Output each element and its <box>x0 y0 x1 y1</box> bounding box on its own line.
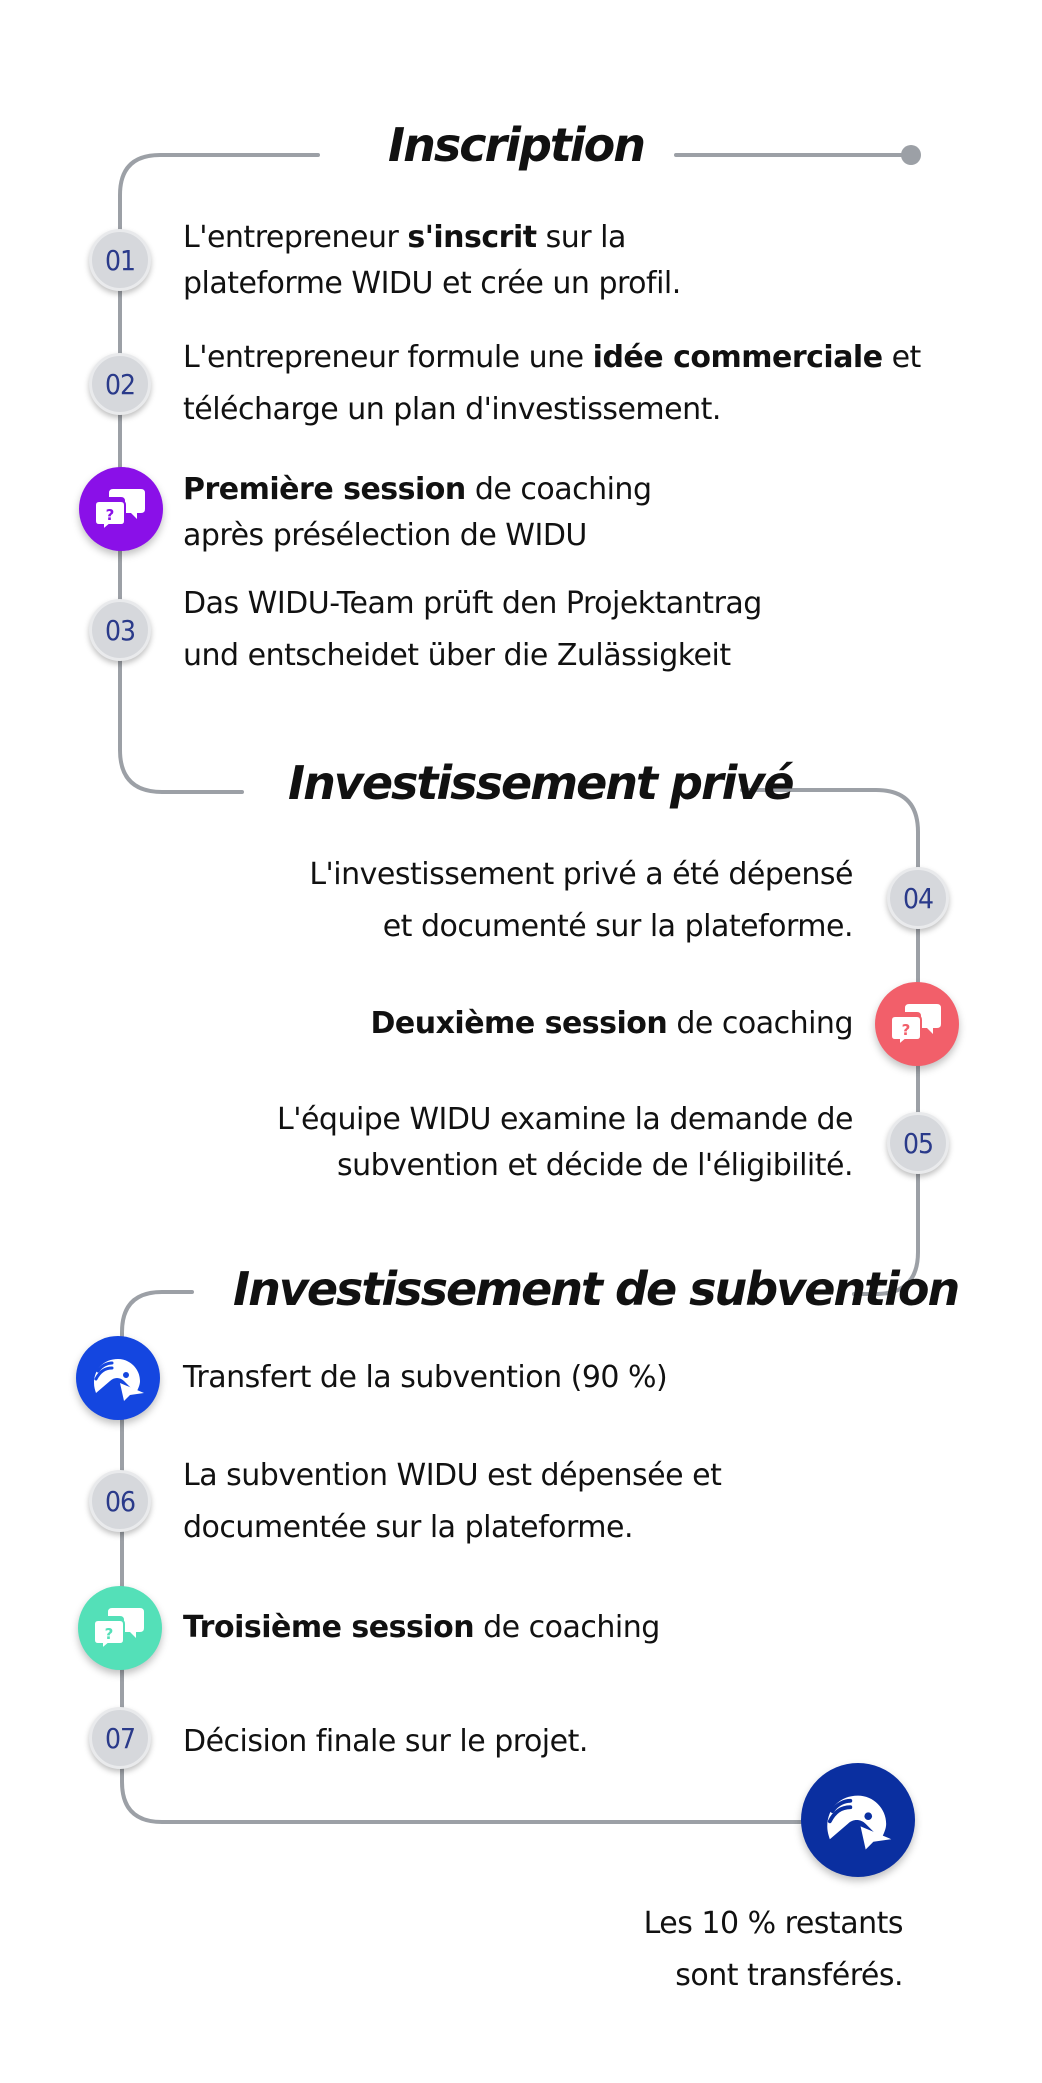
step-badge-06: 06 <box>89 1470 151 1532</box>
subsidy-transfer-line-1: Transfert de la subvention (90 %) <box>183 1360 668 1395</box>
svg-text:?: ? <box>902 1021 911 1039</box>
coaching-session-1-icon: ? <box>79 467 163 551</box>
step-01-text: L'entrepreneur s'inscrit sur la platefor… <box>183 212 943 310</box>
coaching-session-1-text: Première session de coaching après présé… <box>183 464 943 562</box>
step-03-line-1: Das WIDU-Team prüft den Projektantrag <box>183 586 762 621</box>
final-transfer-line-2: sont transférés. <box>675 1958 903 1993</box>
step-badge-05: 05 <box>887 1112 949 1174</box>
step-02-text: L'entrepreneur formule une idée commerci… <box>183 332 943 436</box>
coaching-session-3-line-1: Troisième session de coaching <box>183 1610 660 1645</box>
step-07-text: Décision finale sur le projet. <box>183 1716 943 1768</box>
coaching-session-2-line-1: Deuxième session de coaching <box>370 1006 853 1041</box>
step-05-line-2: subvention et décide de l'éligibilité. <box>337 1148 853 1183</box>
chat-bubbles-icon: ? <box>891 1004 941 1046</box>
step-badge-02: 02 <box>89 353 151 415</box>
step-badge-03: 03 <box>89 599 151 661</box>
final-transfer-icon <box>801 1763 915 1877</box>
svg-text:?: ? <box>105 1625 114 1643</box>
svg-text:?: ? <box>106 506 115 524</box>
bird-logo-icon <box>827 1795 892 1850</box>
coaching-session-1-line-2: après présélection de WIDU <box>183 518 587 553</box>
final-transfer-text: Les 10 % restants sont transférés. <box>400 1898 904 2002</box>
chat-bubbles-icon: ? <box>95 489 145 531</box>
coaching-session-1-line-1: Première session de coaching <box>183 472 652 507</box>
coaching-session-2-icon: ? <box>875 982 959 1066</box>
step-04-text: L'investissement privé a été dépensé et … <box>150 849 853 953</box>
connector-end-dot <box>901 145 921 165</box>
step-badge-04: 04 <box>887 867 949 929</box>
subsidy-transfer-icon <box>76 1336 160 1420</box>
step-02-line-1: L'entrepreneur formule une idée commerci… <box>183 340 921 375</box>
step-06-line-2: documentée sur la plateforme. <box>183 1510 634 1545</box>
step-05-text: L'équipe WIDU examine la demande de subv… <box>150 1094 854 1192</box>
chat-bubbles-icon: ? <box>94 1608 144 1650</box>
coaching-session-3-icon: ? <box>78 1586 162 1670</box>
step-03-line-2: und entscheidet über die Zulässigkeit <box>183 638 731 673</box>
heading-investissement-prive: Investissement privé <box>288 756 795 810</box>
step-03-text: Das WIDU-Team prüft den Projektantrag un… <box>183 578 943 682</box>
step-01-line-2: plateforme WIDU et crée un profil. <box>183 266 681 301</box>
step-04-line-1: L'investissement privé a été dépensé <box>309 857 853 892</box>
step-05-line-1: L'équipe WIDU examine la demande de <box>277 1102 854 1137</box>
step-badge-01: 01 <box>89 229 151 291</box>
step-01-line-1: L'entrepreneur s'inscrit sur la <box>183 220 626 255</box>
step-06-line-1: La subvention WIDU est dépensée et <box>183 1458 722 1493</box>
step-02-line-2: télécharge un plan d'investissement. <box>183 392 721 427</box>
bird-logo-icon <box>94 1359 144 1401</box>
subsidy-transfer-text: Transfert de la subvention (90 %) <box>183 1352 943 1404</box>
connector-section-3 <box>120 1290 822 1824</box>
step-04-line-2: et documenté sur la plateforme. <box>382 909 854 944</box>
heading-investissement-subvention: Investissement de subvention <box>233 1262 960 1316</box>
heading-inscription: Inscription <box>388 118 646 172</box>
final-transfer-line-1: Les 10 % restants <box>643 1906 904 1941</box>
step-06-text: La subvention WIDU est dépensée et docum… <box>183 1450 943 1554</box>
coaching-session-2-text: Deuxième session de coaching <box>150 998 853 1050</box>
step-badge-07: 07 <box>89 1707 151 1769</box>
coaching-session-3-text: Troisième session de coaching <box>183 1602 943 1654</box>
step-07-line-1: Décision finale sur le projet. <box>183 1724 588 1759</box>
